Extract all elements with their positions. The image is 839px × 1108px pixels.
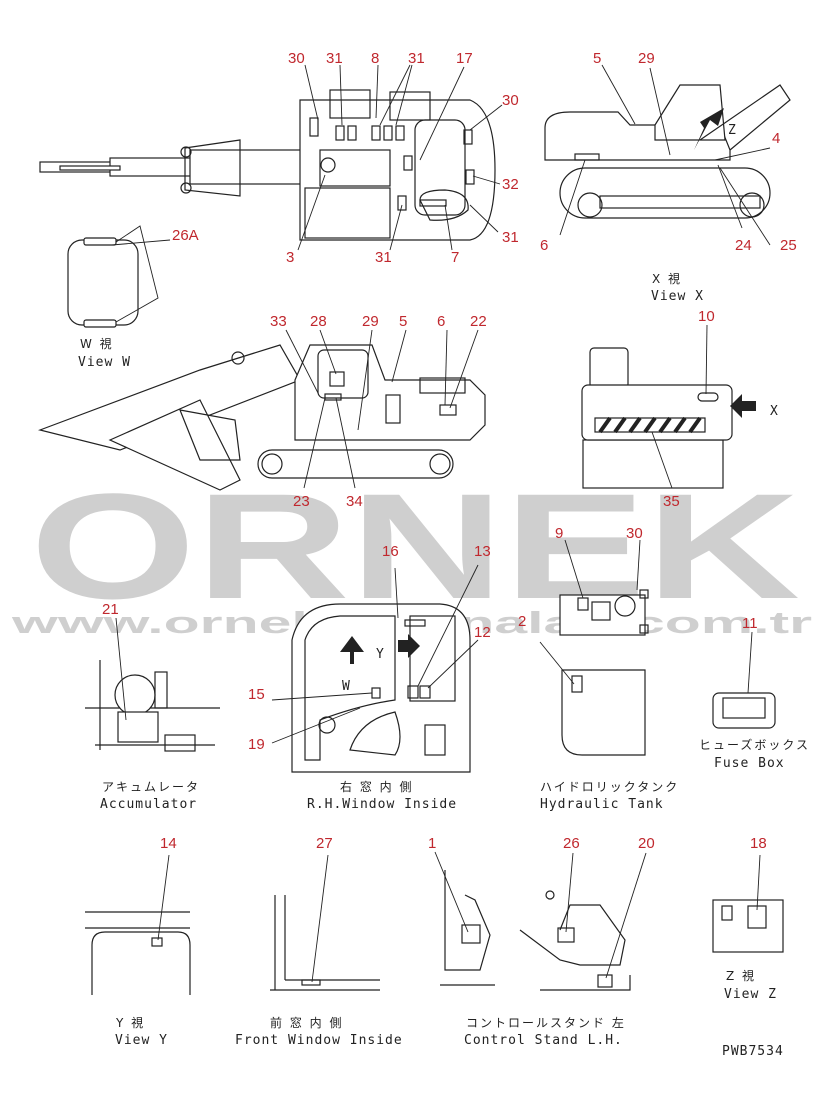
callout-28: 28 [310,313,327,330]
accumulator-drawing [85,660,220,752]
accumulator-caption: Accumulator [100,797,197,812]
callout-26: 26 [563,835,580,852]
letter-z-view-x: Z [728,123,737,138]
front-window-drawing [270,895,380,991]
callout-1: 1 [428,835,436,852]
watermark-brand: ORNEK [30,462,800,630]
hydraulic-caption: Hydraulic Tank [540,797,664,812]
callout-27: 27 [316,835,333,852]
view-w-caption-jp: W 視 [80,336,114,351]
callout-26A: 26A [172,227,199,244]
box-9-30-drawing [559,589,649,636]
callout-24: 24 [735,237,752,254]
callout-31: 31 [502,229,519,246]
rear-view-drawing: X [581,347,779,489]
view-z-drawing [712,899,784,953]
callout-30: 30 [626,525,643,542]
callout-5: 5 [593,50,601,67]
callout-2: 2 [518,613,526,630]
view-x-caption: View X [651,289,704,304]
callout-5: 5 [399,313,407,330]
view-x-drawing: Z [544,84,791,219]
hydraulic-caption-jp: ハイドロリックタンク [540,780,679,794]
captions: X 視 View X W 視 View W アキュムレータ Accumulato… [78,271,810,1059]
callout-34: 34 [346,493,363,510]
callout-25: 25 [780,237,797,254]
callouts: 30 31 8 31 17 30 32 31 7 31 3 26A 5 29 4… [102,50,797,852]
callout-17: 17 [456,50,473,67]
callout-13: 13 [474,543,491,560]
callout-4: 4 [772,130,780,147]
view-z-caption-jp: Z 視 [726,968,756,983]
rh-window-caption-jp: 右 窓 内 側 [340,779,413,794]
control-stand-caption-jp: コントロールスタンド 左 [466,1015,626,1030]
callout-3: 3 [286,249,294,266]
callout-32: 32 [502,176,519,193]
callout-15: 15 [248,686,265,703]
accumulator-caption-jp: アキュムレータ [102,780,200,794]
control-stand-drawing [440,870,631,991]
view-x-caption-jp: X 視 [652,271,682,286]
callout-19: 19 [248,736,265,753]
callout-18: 18 [750,835,767,852]
callout-31: 31 [375,249,392,266]
view-z-caption: View Z [724,987,777,1002]
callout-33: 33 [270,313,287,330]
callout-21: 21 [102,601,119,618]
fuse-box-drawing [712,692,776,729]
view-w-drawing [67,225,159,328]
drawing-code: PWB7534 [722,1044,784,1059]
callout-31: 31 [326,50,343,67]
callout-14: 14 [160,835,177,852]
control-stand-caption: Control Stand L.H. [464,1033,623,1048]
top-view-drawing [39,89,496,241]
main-side-view-drawing [37,344,486,491]
view-w-caption: View W [78,355,131,370]
callout-29: 29 [362,313,379,330]
letter-x: X [770,404,779,419]
callout-6: 6 [540,237,548,254]
callout-23: 23 [293,493,310,510]
letter-y: Y [376,647,385,662]
hydraulic-tank-drawing [561,669,646,756]
view-y-caption: View Y [115,1033,168,1048]
callout-12: 12 [474,624,491,641]
fuse-box-caption-jp: ヒューズボックス [699,737,810,752]
front-window-caption: Front Window Inside [235,1033,403,1048]
leader-lines [111,64,771,983]
callout-6: 6 [437,313,445,330]
callout-16: 16 [382,543,399,560]
view-y-drawing [85,911,191,995]
letter-w: W [342,679,351,694]
callout-30: 30 [288,50,305,67]
callout-9: 9 [555,525,563,542]
callout-30: 30 [502,92,519,109]
callout-31: 31 [408,50,425,67]
rh-window-drawing: Y W [291,603,471,773]
callout-11: 11 [742,615,758,632]
callout-8: 8 [371,50,379,67]
callout-20: 20 [638,835,655,852]
fuse-box-caption: Fuse Box [714,756,785,771]
callout-10: 10 [698,308,715,325]
front-window-caption-jp: 前 窓 内 側 [270,1015,343,1030]
view-y-caption-jp: Y 視 [115,1015,145,1030]
callout-22: 22 [470,313,487,330]
callout-29: 29 [638,50,655,67]
callout-7: 7 [451,249,459,266]
callout-35: 35 [663,493,680,510]
rh-window-caption: R.H.Window Inside [307,797,457,812]
